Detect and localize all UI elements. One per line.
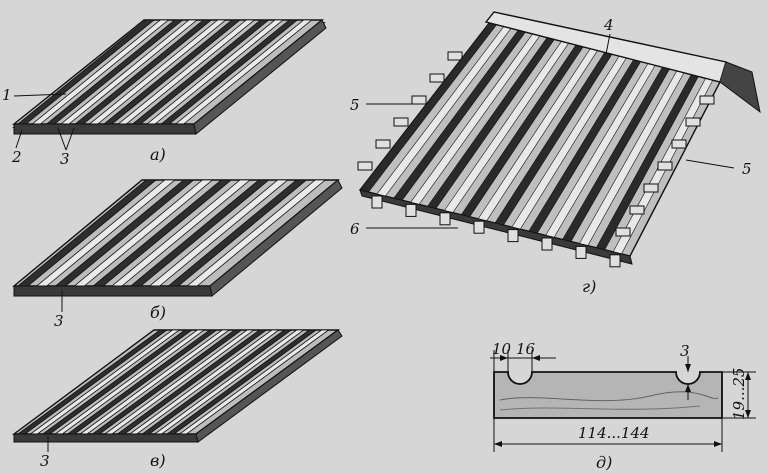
leader-2 [15,129,23,149]
dim-3: 3 [680,342,690,360]
caption-a: а) [150,145,166,164]
rafter-end [473,220,485,234]
caption-d: д) [596,453,612,472]
label-5b: 5 [742,160,752,178]
purlin-end-left [393,117,409,127]
dim-10: 10 [492,340,512,358]
panel-a-front-edge [13,123,197,135]
purlin-end-right [671,139,687,149]
purlin-end-right [685,117,701,127]
rafter-end [541,237,553,251]
leader-3a-2 [65,127,75,151]
purlin-end-right [657,161,673,171]
purlin-end-right [629,205,645,215]
purlin-end-right [615,227,631,237]
dim-3-arrow-bottom [685,384,691,392]
dim-3-arrow-top [685,364,691,372]
panel-d-cross-section: 10 16 3 19...25 114...144 [490,340,756,452]
label-6: 6 [350,220,360,238]
dim-width: 114...144 [578,424,650,442]
panel-a-side-edge [193,19,327,135]
panel-g-purlins-right [371,95,715,268]
panel-g-roof-assembly [357,11,761,268]
caption-g: г) [582,277,596,296]
dim-right-arrow-top [745,372,751,380]
panel-a-boards-with-grooves [12,19,327,135]
purlin-end-left [357,161,373,171]
rafter-end [405,203,417,217]
label-2: 2 [11,148,22,166]
purlin-end-left [375,139,391,149]
caption-b: б) [150,303,166,322]
panel-g-purlins-left [357,51,463,171]
rafter-end [371,195,383,209]
panel-d-grain [499,391,719,402]
panel-a-stripes [16,19,313,125]
purlin-end-left [411,95,427,105]
purlin-end-right [699,95,715,105]
label-4: 4 [603,16,614,34]
panel-v-side-edge [195,329,343,443]
rafter-end [575,245,587,259]
purlin-end-left [429,73,445,83]
panel-g-eave-edge [359,189,633,265]
rafter-end [439,212,451,226]
dim-bottom-arrow-left [494,441,502,447]
rafter-end [609,254,621,268]
label-1: 1 [2,86,12,104]
dim-thickness: 19...25 [730,368,748,420]
dim-bottom-arrow-right [714,441,722,447]
label-3c: 3 [40,452,50,470]
panel-v-stripes [16,329,330,435]
dim-top-arrow-2 [500,355,508,361]
panel-b-stripes [16,179,327,287]
panel-g-ridge-right [719,61,761,114]
rafter-end [507,229,519,243]
caption-v: в) [150,451,166,470]
label-5a: 5 [350,96,360,114]
panel-d-grain-2 [499,405,701,411]
purlin-end-left [447,51,463,61]
panel-b-front-edge [13,285,213,297]
panel-b-overlapping-boards [12,179,343,297]
panel-b-side-edge [209,179,343,297]
dim-16: 16 [516,340,536,358]
panel-v-boards-with-strips [11,329,343,443]
dim-right-arrow-bot [745,410,751,418]
leader-1 [13,93,67,97]
label-3a: 3 [60,150,70,168]
dim-top-arrow [532,355,540,361]
label-3b: 3 [54,312,64,330]
leader-4 [605,33,611,55]
panel-d-board-section [493,371,723,419]
panel-v-front-edge [13,433,199,443]
purlin-end-right [643,183,659,193]
leader-3a-1 [57,127,67,151]
leader-5b [685,159,735,169]
